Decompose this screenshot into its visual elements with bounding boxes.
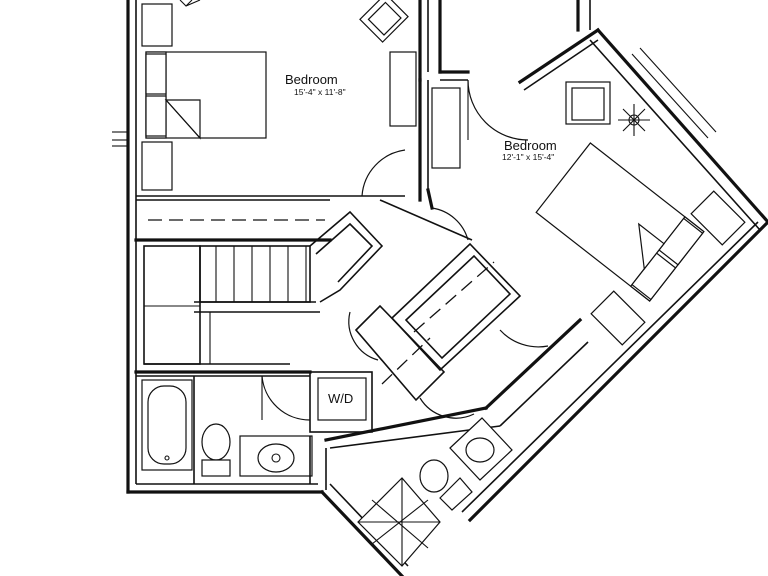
toilet-icon: [201, 423, 231, 477]
right-bedroom-dims: 12'-1" x 15'-4": [502, 152, 554, 162]
window-left: [112, 131, 128, 147]
toilet-icon: [419, 459, 473, 511]
hall-closets: [354, 242, 549, 419]
left-bedroom-dims: 15'-4" x 11'-8": [294, 87, 346, 97]
right-bathroom: [324, 317, 589, 567]
sink-icon: [449, 417, 513, 481]
window-right-bedroom: [623, 47, 717, 145]
hall-doors: [348, 149, 473, 361]
left-bedroom-name: Bedroom: [285, 72, 338, 87]
plant-icon: [618, 104, 650, 136]
right-bedroom: Bedroom 12'-1" x 15'-4": [467, 79, 746, 346]
left-bathroom: [134, 370, 313, 484]
washer-dryer-label: W/D: [328, 391, 353, 406]
interior-wall-bedrooms: [418, 78, 461, 210]
right-bedroom-name: Bedroom: [504, 138, 557, 153]
shower-icon: [357, 477, 441, 567]
top-walls: [418, 0, 591, 82]
plant-icon: [179, 0, 201, 7]
left-bedroom: Bedroom 15'-4" x 11'-8": [134, 0, 417, 242]
staircase: [143, 210, 384, 365]
washer-dryer: W/D: [309, 371, 373, 433]
